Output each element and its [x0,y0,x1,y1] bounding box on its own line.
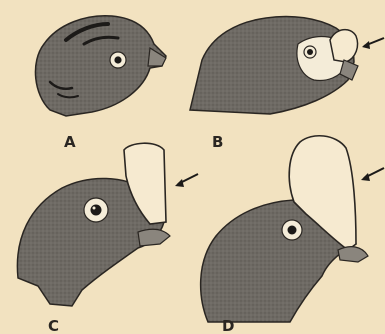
panel-b-eye [304,46,316,58]
panel-d-arrow [361,168,384,181]
panel-a: A [35,16,166,151]
panel-b: B [190,16,384,151]
panel-b-arrow [362,38,384,49]
panel-a-label: A [64,133,76,151]
panel-a-eye [110,52,126,68]
panel-b-cere [330,30,358,62]
panel-c-arrow [175,174,198,187]
panel-c-beak [138,229,170,246]
panel-b-label: B [212,133,223,151]
panel-c: C [17,143,198,334]
panel-d-eye [282,220,302,240]
panel-c-eye [84,198,108,222]
panel-a-head [35,16,166,116]
panel-d-beak [338,247,368,262]
panel-c-label: C [48,317,59,334]
panel-d: D [201,136,384,334]
panel-d-label: D [222,317,234,334]
